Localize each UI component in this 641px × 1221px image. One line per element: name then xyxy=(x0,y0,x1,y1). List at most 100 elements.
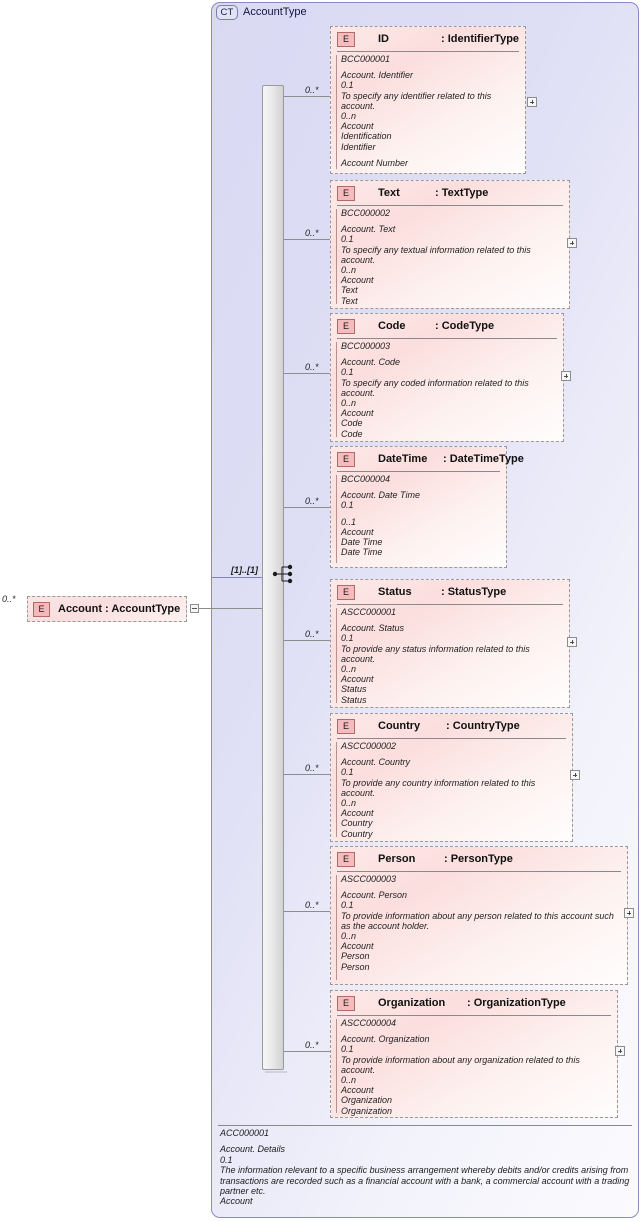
metadata-line: Code xyxy=(341,428,363,439)
element-rule xyxy=(337,338,557,339)
expand-toggle-icon[interactable] xyxy=(567,637,577,647)
collapse-toggle-icon[interactable] xyxy=(190,604,199,613)
element-type: : CodeType xyxy=(435,320,495,332)
expand-toggle-icon[interactable] xyxy=(527,97,537,107)
element-rule xyxy=(337,1015,611,1016)
metadata-line: Date Time xyxy=(341,547,383,558)
metadata-line: To provide any country information relat… xyxy=(341,777,536,798)
element-left-guide xyxy=(336,209,337,304)
element-header: E Status : StatusType xyxy=(331,580,569,604)
metadata-line: 0.1 xyxy=(341,80,354,91)
metadata-line: Organization xyxy=(341,1095,393,1106)
element-left-guide xyxy=(336,1019,337,1113)
metadata-line: To specify any textual information relat… xyxy=(341,244,531,265)
element-rule xyxy=(337,471,500,472)
sequence-bar xyxy=(262,85,284,1070)
metadata-line: Account. Country xyxy=(341,757,411,768)
element-name: Person xyxy=(378,853,416,865)
metadata-line: Date Time xyxy=(341,537,383,548)
metadata-line: Account xyxy=(341,408,374,419)
element-badge-icon: E xyxy=(337,32,355,47)
expand-toggle-icon[interactable] xyxy=(624,908,634,918)
root-element-account[interactable]: E Account : AccountType xyxy=(27,596,187,622)
metadata-line: 0..n xyxy=(341,1075,357,1086)
element-badge-icon: E xyxy=(337,319,355,334)
occurrence-label: 0..* xyxy=(305,900,319,910)
element-rule xyxy=(337,205,563,206)
metadata-line: Account Number xyxy=(341,157,409,168)
element-badge-icon: E xyxy=(337,585,355,600)
element-name: Organization xyxy=(378,997,446,1009)
container-footer-line: Account. Details xyxy=(220,1144,286,1155)
element-name: Text xyxy=(378,187,400,199)
metadata-line: Identifier xyxy=(341,141,376,152)
sequence-compositor-icon[interactable] xyxy=(272,563,296,585)
element-id: ASCC000003 xyxy=(341,874,397,884)
metadata-line: Text xyxy=(341,295,358,306)
occurrence-label: 0..* xyxy=(305,85,319,95)
metadata-line: Organization xyxy=(341,1105,393,1116)
element-type: : PersonType xyxy=(444,853,513,865)
complextype-title: AccountType xyxy=(243,6,307,18)
connector-line xyxy=(284,373,330,374)
metadata-line: Text xyxy=(341,285,358,296)
metadata-line: To specify any coded information related… xyxy=(341,377,529,398)
metadata-line: 0..n xyxy=(341,931,357,942)
container-divider xyxy=(212,577,262,578)
element-id: ASCC000004 xyxy=(341,1018,397,1028)
expand-toggle-icon[interactable] xyxy=(615,1046,625,1056)
metadata-line: To specify any identifier related to thi… xyxy=(341,90,492,111)
element-id: BCC000002 xyxy=(341,208,391,218)
element-badge-icon: E xyxy=(33,602,50,617)
connector-line xyxy=(284,507,330,508)
metadata-line: Account xyxy=(341,1085,374,1096)
element-left-guide xyxy=(336,742,337,837)
element-type: : IdentifierType xyxy=(441,33,520,45)
expand-toggle-icon[interactable] xyxy=(561,371,571,381)
metadata-line: Account xyxy=(341,808,374,819)
element-left-guide xyxy=(336,608,337,703)
element-rule xyxy=(337,51,519,52)
metadata-line: Account. Status xyxy=(341,623,405,634)
complextype-badge: CT xyxy=(216,5,238,20)
element-badge-icon: E xyxy=(337,996,355,1011)
connector-line xyxy=(284,911,330,912)
element-rule xyxy=(337,871,621,872)
metadata-line: To provide information about any organiz… xyxy=(341,1054,580,1075)
element-name: Status xyxy=(378,586,412,598)
metadata-line: 0.1 xyxy=(341,633,354,644)
root-element-label: Account : AccountType xyxy=(58,603,181,615)
element-badge-icon: E xyxy=(337,719,355,734)
element-id: BCC000001 xyxy=(341,54,391,64)
expand-toggle-icon[interactable] xyxy=(570,770,580,780)
root-connector-line xyxy=(199,608,262,609)
occurrence-label: 0..* xyxy=(305,228,319,238)
expand-toggle-icon[interactable] xyxy=(567,238,577,248)
element-left-guide xyxy=(336,475,337,563)
element-type: : StatusType xyxy=(441,586,507,598)
container-footer-line: 0.1 xyxy=(220,1154,233,1165)
root-inner-occurrence-label: [1]..[1] xyxy=(231,565,258,575)
metadata-line: Person xyxy=(341,961,370,972)
element-id: ASCC000001 xyxy=(341,607,397,617)
container-footer-rule xyxy=(218,1125,632,1126)
metadata-line: 0..n xyxy=(341,798,357,809)
